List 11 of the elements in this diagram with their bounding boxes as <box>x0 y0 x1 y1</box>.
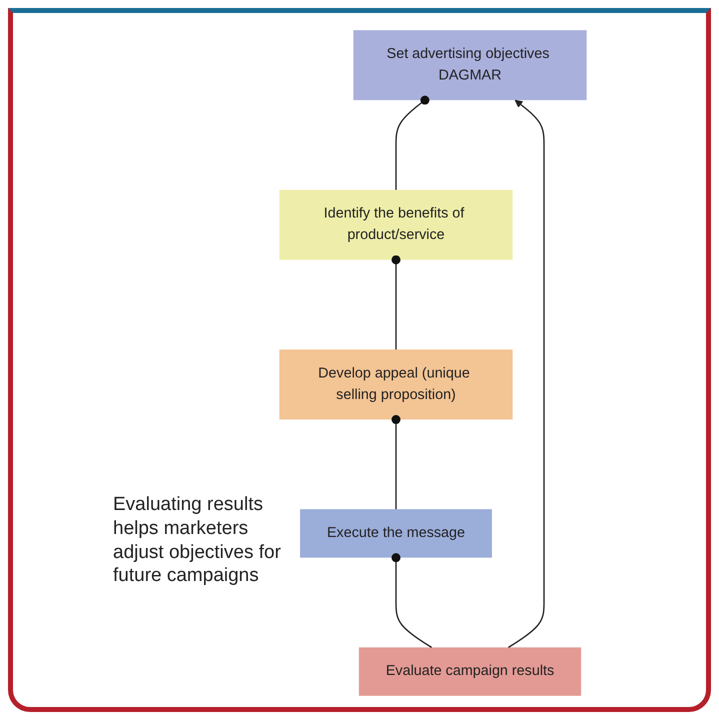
node-box: Develop appeal (unique selling proposition) <box>279 350 513 420</box>
connector-line <box>392 255 400 350</box>
connector-line <box>392 553 432 648</box>
node-box: Evaluate campaign results <box>358 647 582 696</box>
connector-line <box>395 96 430 190</box>
node-box: Identify the benefits of product/service <box>279 190 513 260</box>
node-box: Set advertising objectives DAGMAR <box>353 30 587 100</box>
note-text: Evaluating results helps marketers adjust objectives for future campaigns <box>113 493 282 588</box>
connector-line <box>392 415 400 510</box>
node-box: Execute the message <box>300 509 492 558</box>
connector-line <box>508 100 545 648</box>
